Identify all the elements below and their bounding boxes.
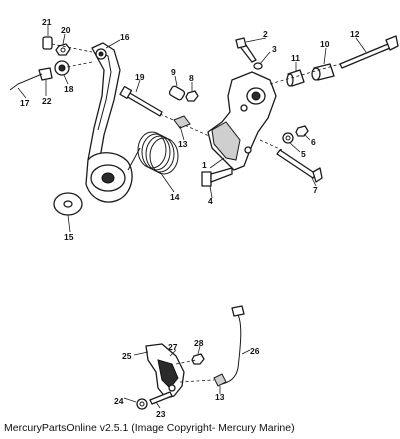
callout-19: 19: [135, 72, 145, 82]
part-10-sleeve: [311, 63, 335, 81]
callout-9: 9: [171, 67, 176, 77]
part-13b-clip: [213, 373, 227, 387]
part-20-nut: [55, 43, 71, 56]
callout-5: 5: [301, 149, 306, 159]
part-5-washer: [282, 132, 294, 144]
callout-28: 28: [194, 338, 204, 348]
part-19-bolt: [119, 85, 163, 117]
part-15-washer: [53, 192, 83, 216]
callout-18: 18: [64, 84, 74, 94]
part-26-cable: [221, 305, 245, 385]
callout-10: 10: [320, 39, 330, 49]
part-7-rod: [276, 149, 323, 183]
part-9-sleeve: [168, 85, 186, 101]
part-3-washer: [253, 62, 263, 70]
callout-labels: 1 2 3 4 5 6 7 8 9 10 11 12 13 14 15 16 1…: [20, 17, 360, 419]
callout-27: 27: [168, 342, 178, 352]
part-24-washer: [136, 398, 148, 410]
part-1-bracket: [207, 71, 277, 171]
callout-14: 14: [170, 192, 180, 202]
callout-1: 1: [202, 160, 207, 170]
callout-13: 13: [178, 139, 188, 149]
part-17-link-rod: [9, 73, 43, 91]
part-8-nut: [185, 90, 199, 102]
callout-17: 17: [20, 98, 30, 108]
callout-7: 7: [313, 185, 318, 195]
part-11-bushing: [286, 69, 305, 87]
part-12-long-bolt: [339, 35, 399, 69]
part-6-nut: [295, 125, 309, 137]
part-23-rod: [149, 391, 173, 405]
callout-22: 22: [42, 96, 52, 106]
callout-6: 6: [311, 137, 316, 147]
callout-13-lower: 13: [215, 392, 225, 402]
callout-23: 23: [156, 409, 166, 419]
callout-8: 8: [189, 73, 194, 83]
part-13-clip: [173, 115, 191, 129]
callout-21: 21: [42, 17, 52, 27]
callout-25: 25: [122, 351, 132, 361]
part-21-bushing: [42, 36, 53, 50]
part-22-clip: [38, 67, 53, 81]
callout-2: 2: [263, 29, 268, 39]
callout-11: 11: [291, 53, 300, 63]
callout-4: 4: [208, 196, 213, 206]
callout-16: 16: [120, 32, 130, 42]
part-28-nut: [191, 353, 205, 365]
part-4-bolt: [201, 167, 233, 187]
part-2-screw: [235, 37, 257, 63]
callout-leaders-lower: [123, 345, 251, 409]
callout-12: 12: [350, 29, 360, 39]
callout-15: 15: [64, 232, 74, 242]
callout-leaders-upper: [17, 25, 367, 233]
callout-24: 24: [114, 396, 124, 406]
part-14-spring: [127, 131, 179, 175]
callout-3: 3: [272, 44, 277, 54]
copyright-footer: MercuryPartsOnline v2.5.1 (Image Copyrig…: [4, 422, 295, 434]
part-25-bracket: [145, 343, 185, 399]
part-16-lever: [85, 42, 133, 203]
callout-26: 26: [250, 346, 260, 356]
callout-20: 20: [61, 25, 71, 35]
